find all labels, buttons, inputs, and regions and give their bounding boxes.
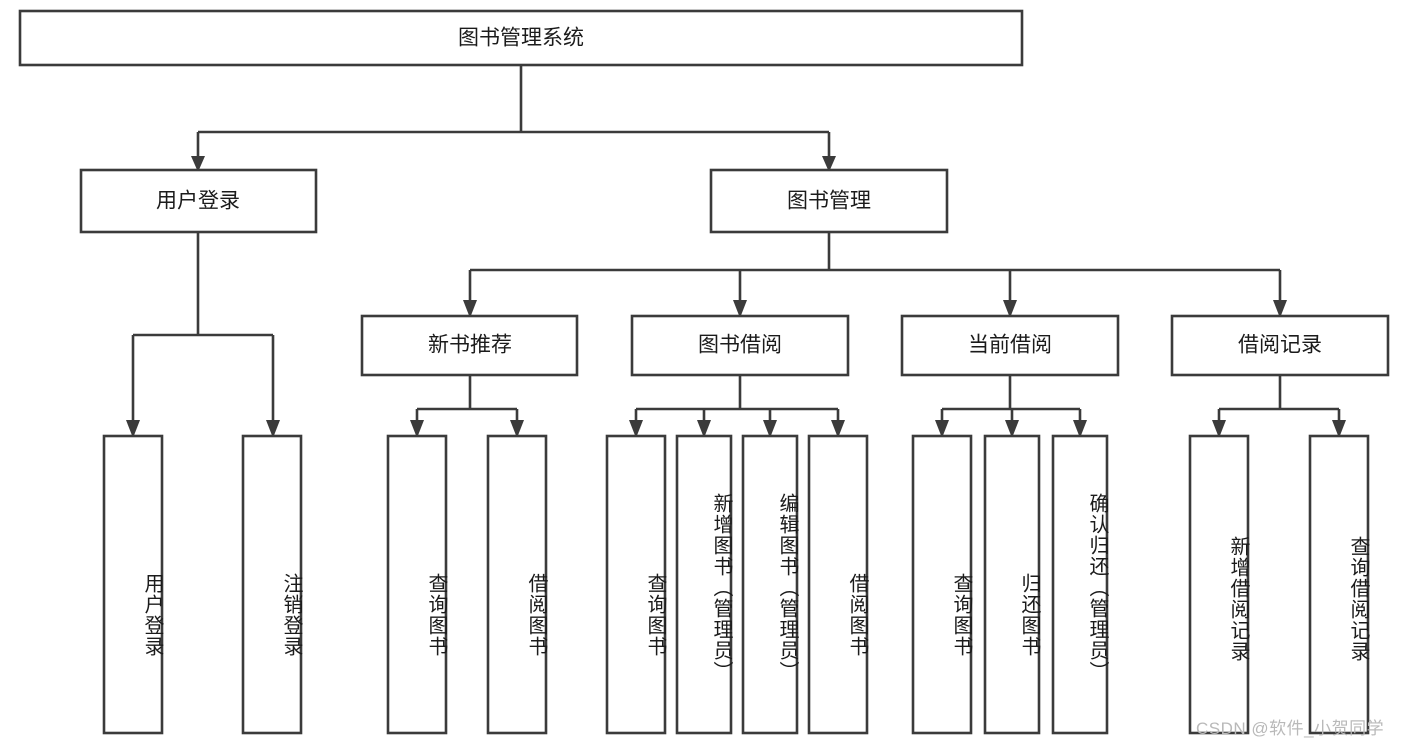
node-label-new-book-recommend: 新书推荐 xyxy=(428,334,512,357)
arrowhead-leaf-query-book-3 xyxy=(935,420,949,438)
leaf-box-add-book-admin[interactable] xyxy=(675,434,733,735)
connectors-borrowrecord-to-leaves xyxy=(1212,375,1346,438)
arrowhead-current-borrow xyxy=(1003,300,1017,318)
node-label-borrow-record: 借阅记录 xyxy=(1238,334,1322,357)
node-root[interactable]: 图书管理系统 xyxy=(18,9,1024,67)
connectors-bookmgmt-to-level3 xyxy=(463,232,1287,318)
arrowhead-book-borrow xyxy=(733,300,747,318)
arrowhead-leaf-logout xyxy=(266,420,280,438)
node-box-book-management[interactable] xyxy=(709,168,949,234)
leaf-box-borrow-book-1[interactable] xyxy=(486,434,548,735)
arrowhead-leaf-add-book xyxy=(697,420,711,438)
arrowhead-leaf-query-record xyxy=(1332,420,1346,438)
arrowhead-borrow-record xyxy=(1273,300,1287,318)
node-box-root[interactable] xyxy=(18,9,1024,67)
connectors-currentborrow-to-leaves xyxy=(935,375,1087,438)
node-label-book-borrow: 图书借阅 xyxy=(698,334,782,357)
node-new-book-recommend[interactable]: 新书推荐 xyxy=(360,314,579,377)
leaf-box-query-borrow-record[interactable] xyxy=(1308,434,1370,735)
leaf-box-return-book[interactable] xyxy=(983,434,1041,735)
leaf-box-borrow-book-2[interactable] xyxy=(807,434,869,735)
leaf-box-query-book-1[interactable] xyxy=(386,434,448,735)
node-label-user-login: 用户登录 xyxy=(156,190,240,213)
arrowhead-leaf-borrow-book-2 xyxy=(831,420,845,438)
leaf-box-query-book-2[interactable] xyxy=(605,434,667,735)
connectors-userlogin-to-leaves xyxy=(126,232,280,438)
arrowhead-leaf-borrow-book-1 xyxy=(510,420,524,438)
connectors-bookborrow-to-leaves xyxy=(629,375,845,438)
node-book-management[interactable]: 图书管理 xyxy=(709,168,949,234)
arrowhead-book-mgmt xyxy=(822,156,836,172)
connectors-level1-to-level2 xyxy=(191,65,836,172)
node-box-current-borrow[interactable] xyxy=(900,314,1120,377)
arrowhead-leaf-add-record xyxy=(1212,420,1226,438)
node-box-user-login[interactable] xyxy=(79,168,318,234)
arrowhead-leaf-return-book xyxy=(1005,420,1019,438)
leaf-box-user-login[interactable] xyxy=(102,434,164,735)
leaf-box-logout[interactable] xyxy=(241,434,303,735)
connectors-newbookrec-to-leaves xyxy=(410,375,524,438)
arrowhead-leaf-edit-book xyxy=(763,420,777,438)
leaf-box-edit-book-admin[interactable] xyxy=(741,434,799,735)
node-user-login[interactable]: 用户登录 xyxy=(79,168,318,234)
arrowhead-new-book-rec xyxy=(463,300,477,318)
node-book-borrow[interactable]: 图书借阅 xyxy=(630,314,850,377)
arrowhead-leaf-query-book-2 xyxy=(629,420,643,438)
leaf-box-query-book-3[interactable] xyxy=(911,434,973,735)
node-box-borrow-record[interactable] xyxy=(1170,314,1390,377)
node-current-borrow[interactable]: 当前借阅 xyxy=(900,314,1120,377)
csdn-watermark: CSDN @软件_小贺同学 xyxy=(1196,719,1385,738)
arrowhead-leaf-user-login xyxy=(126,420,140,438)
arrowhead-leaf-query-book-1 xyxy=(410,420,424,438)
node-borrow-record[interactable]: 借阅记录 xyxy=(1170,314,1390,377)
node-box-new-book-recommend[interactable] xyxy=(360,314,579,377)
arrowhead-leaf-confirm-return xyxy=(1073,420,1087,438)
leaf-boxes xyxy=(102,434,1370,735)
node-box-book-borrow[interactable] xyxy=(630,314,850,377)
node-label-root: 图书管理系统 xyxy=(458,27,584,50)
node-label-book-management: 图书管理 xyxy=(787,190,871,213)
leaf-box-add-borrow-record[interactable] xyxy=(1188,434,1250,735)
arrowhead-user-login xyxy=(191,156,205,172)
leaf-box-confirm-return-admin[interactable] xyxy=(1051,434,1109,735)
node-label-current-borrow: 当前借阅 xyxy=(968,334,1052,357)
